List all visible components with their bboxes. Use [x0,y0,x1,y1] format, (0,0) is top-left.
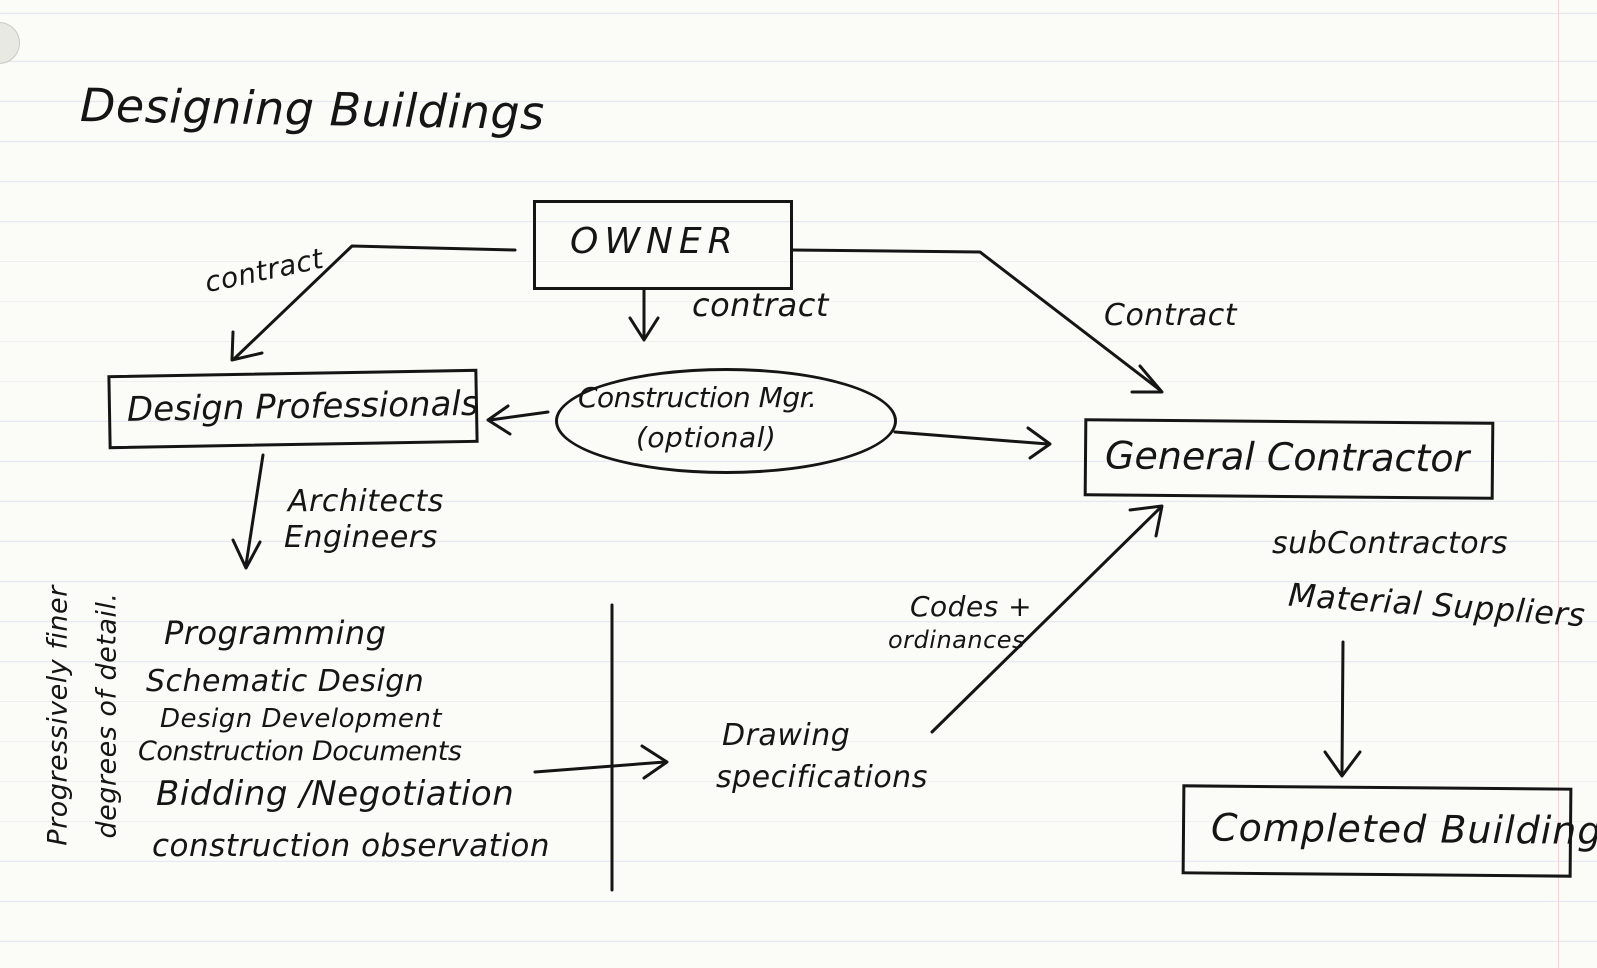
arrow-owner-to-design-professionals [233,244,517,360]
arrowhead-completed-building [1323,750,1362,778]
arrowhead-design-professionals [230,330,264,362]
subcontractors-label: subContractors [1272,526,1509,561]
contract-label-center: contract [692,286,829,324]
drawing-label: Drawing [722,718,851,753]
side-note-finer: Progressively finer [42,585,74,846]
architects-label: Architects [288,484,444,519]
contract-label-right: Contract [1104,298,1238,333]
engineers-label: Engineers [284,520,438,555]
arrowhead-general-contractor [1130,364,1164,394]
general-contractor-box: General Contractor [1083,418,1495,500]
construction-mgr-oval: Construction Mgr. (optional) [555,368,897,474]
arrow-phases-to-drawings [533,760,667,774]
construction-mgr-optional: (optional) [636,421,777,454]
phase-design-development: Design Development [160,704,443,734]
margin-rule [1558,0,1559,968]
phase-schematic-design: Schematic Design [146,664,425,699]
phase-programming: Programming [164,614,387,652]
arrowhead-architects [231,538,262,570]
specifications-label: specifications [716,760,928,795]
ordinances-label: ordinances [888,626,1026,654]
arrowhead-cm-left [486,404,512,436]
general-contractor-label: General Contractor [1104,433,1470,481]
arrowhead-drawings [640,744,669,780]
arrow-suppliers-to-completed-building [1340,640,1345,775]
arrow-cm-to-design-professionals [488,410,550,422]
side-note-detail: degrees of detail. [91,592,123,839]
phase-construction-documents: Construction Documents [138,736,462,767]
arrow-drawings-to-general-contractor [930,506,1162,734]
phase-construction-observation: construction observation [152,828,550,864]
arrow-cm-to-general-contractor [893,430,1050,446]
completed-building-label: Completed Building [1210,805,1597,853]
arrow-owner-to-general-contractor [790,248,1162,392]
codes-label: Codes + [910,590,1033,623]
arrowhead-cm-right [1026,426,1052,460]
diagram-title: Designing Buildings [79,77,546,141]
owner-box: OWNER [533,200,793,290]
design-professionals-label: Design Professionals [126,383,479,430]
arrowhead-gc-up [1128,504,1164,538]
arrowhead-construction-mgr [628,316,660,342]
design-professionals-box: Design Professionals [107,368,479,450]
arrow-design-professionals-down [244,453,265,567]
completed-building-box: Completed Building [1181,784,1597,878]
owner-label: OWNER [570,221,739,262]
phase-bidding-negotiation: Bidding /Negotiation [156,774,515,814]
construction-mgr-label: Construction Mgr. [578,381,817,414]
